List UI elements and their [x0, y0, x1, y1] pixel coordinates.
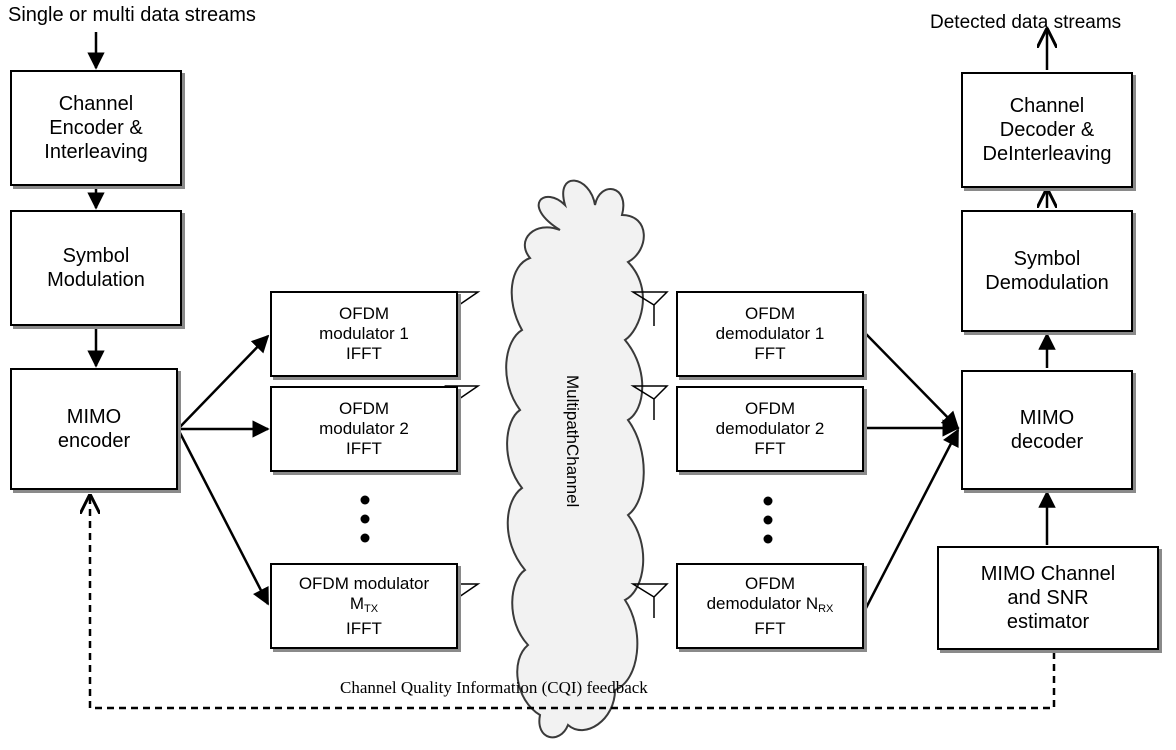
channel-decoder-block: Channel Decoder & DeInterleaving: [961, 72, 1133, 188]
input-label: Single or multi data streams: [8, 4, 256, 26]
ofdm-modulator-m-block: OFDM modulator MTX IFFT: [270, 563, 458, 649]
arrow-mimo-to-ofdmM: [176, 428, 270, 606]
arrow-ofdm1-to-decoder: [865, 333, 960, 430]
ofdm-demodulator-2-block: OFDM demodulator 2 FFT: [676, 386, 864, 472]
symbol-demodulation-block: Symbol Demodulation: [961, 210, 1133, 332]
rx-antenna-icons: [630, 291, 669, 618]
ofdm-modulator-2-block: OFDM modulator 2 IFFT: [270, 386, 458, 472]
channel-encoder-block: Channel Encoder & Interleaving: [10, 70, 182, 186]
mimo-encoder-block: MIMO encoder: [10, 368, 178, 490]
multipath-channel-label: MultipathChannel: [563, 375, 582, 508]
cqi-feedback-label: Channel Quality Information (CQI) feedba…: [340, 678, 648, 697]
ofdm-modulator-1-block: OFDM modulator 1 IFFT: [270, 291, 458, 377]
output-label: Detected data streams: [930, 12, 1122, 33]
cqi-feedback-path: [90, 496, 1056, 710]
ellipsis-dots: [360, 495, 773, 544]
arrow-ofdmN-to-decoder: [864, 428, 960, 609]
symbol-modulation-block: Symbol Modulation: [10, 210, 182, 326]
ofdm-demodulator-1-block: OFDM demodulator 1 FFT: [676, 291, 864, 377]
arrow-mimo-to-ofdm1: [177, 334, 270, 430]
mimo-channel-snr-estimator-block: MIMO Channel and SNR estimator: [937, 546, 1159, 650]
ofdm-demodulator-n-block: OFDM demodulator NRX FFT: [676, 563, 864, 649]
mimo-decoder-block: MIMO decoder: [961, 370, 1133, 490]
multipath-channel-cloud: [505, 179, 645, 739]
